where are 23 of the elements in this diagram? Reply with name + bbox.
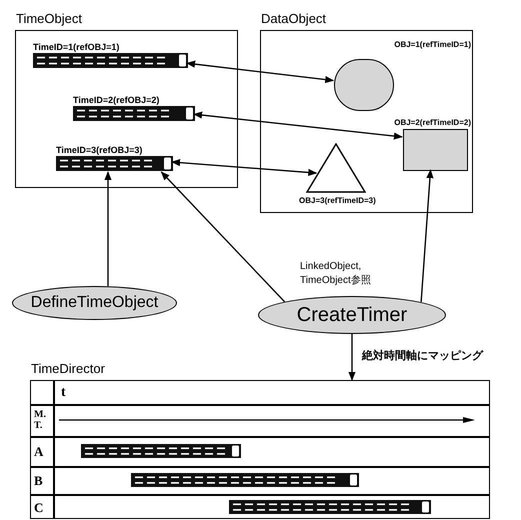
arrow (420, 169, 434, 302)
shape-label: OBJ=2(refTimeID=2) (394, 117, 471, 129)
bar-label: TimeID=3(refOBJ=3) (56, 144, 142, 156)
panel-heading: TimeObject (16, 10, 82, 28)
row-label: t (61, 384, 66, 402)
bar-label: TimeID=1(refOBJ=1) (33, 41, 120, 53)
panel-heading: DataObject (261, 10, 326, 28)
arrow (104, 171, 112, 286)
ellipse-label: DefineTimeObject (30, 295, 158, 311)
arrow (186, 60, 334, 84)
ellipse-label: CreateTimer (296, 305, 408, 325)
arrow (160, 171, 286, 302)
shape-label: OBJ=3(refTimeID=3) (299, 195, 376, 207)
arrow (348, 334, 356, 381)
table-heading: TimeDirector (31, 360, 105, 378)
arrow (171, 159, 318, 176)
row-label: M. T. (34, 408, 47, 433)
row-label: A (34, 442, 44, 460)
shape-label: OBJ=1(refTimeID=1) (394, 39, 471, 51)
bar-label: TimeID=2(refOBJ=2) (73, 94, 160, 106)
arrow (193, 111, 403, 140)
row-label: C (34, 498, 44, 516)
row-label: B (34, 472, 44, 490)
